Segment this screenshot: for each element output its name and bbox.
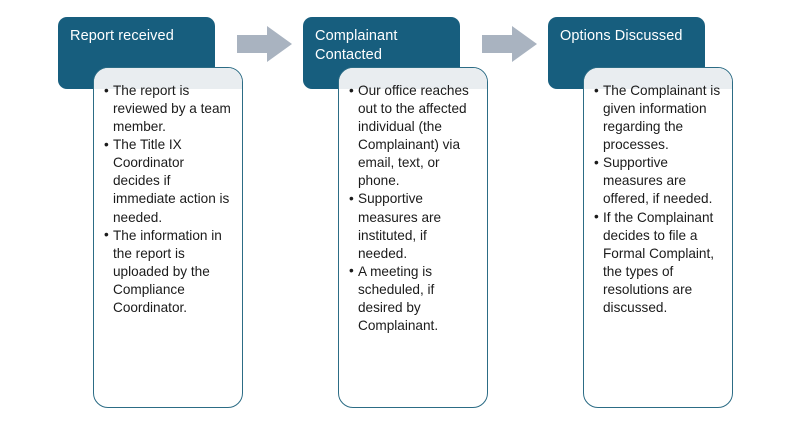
list-item: The Title IX Coordinator decides if imme… [104,136,234,226]
stage-bullet-list: The report is reviewed by a team member.… [94,68,242,317]
list-item: Supportive measures are instituted, if n… [349,190,479,262]
stage-title: Complainant Contacted [315,28,398,63]
list-item: If the Complainant decides to file a For… [594,208,724,317]
process-stage-options-discussed: Options Discussed The Complainant is giv… [545,0,795,430]
list-item: A meeting is scheduled, if desired by Co… [349,262,479,335]
right-arrow-icon [237,26,292,62]
stage-card-options-discussed: The Complainant is given information reg… [583,67,733,408]
right-arrow-icon [482,26,537,62]
list-item: The information in the report is uploade… [104,226,234,317]
list-item: The Complainant is given information reg… [594,81,724,154]
list-item: Our office reaches out to the affected i… [349,81,479,190]
stage-title: Report received [70,28,174,44]
stage-bullet-list: Our office reaches out to the affected i… [339,68,487,335]
stage-card-complainant-contacted: Our office reaches out to the affected i… [338,67,488,408]
stage-bullet-list: The Complainant is given information reg… [584,68,732,317]
stage-card-report-received: The report is reviewed by a team member.… [93,67,243,408]
process-stage-complainant-contacted: Complainant Contacted Our office reaches… [300,0,550,430]
stage-title: Options Discussed [560,28,683,44]
list-item: The report is reviewed by a team member. [104,81,234,136]
list-item: Supportive measures are offered, if need… [594,154,724,208]
process-stage-report-received: Report received The report is reviewed b… [55,0,305,430]
